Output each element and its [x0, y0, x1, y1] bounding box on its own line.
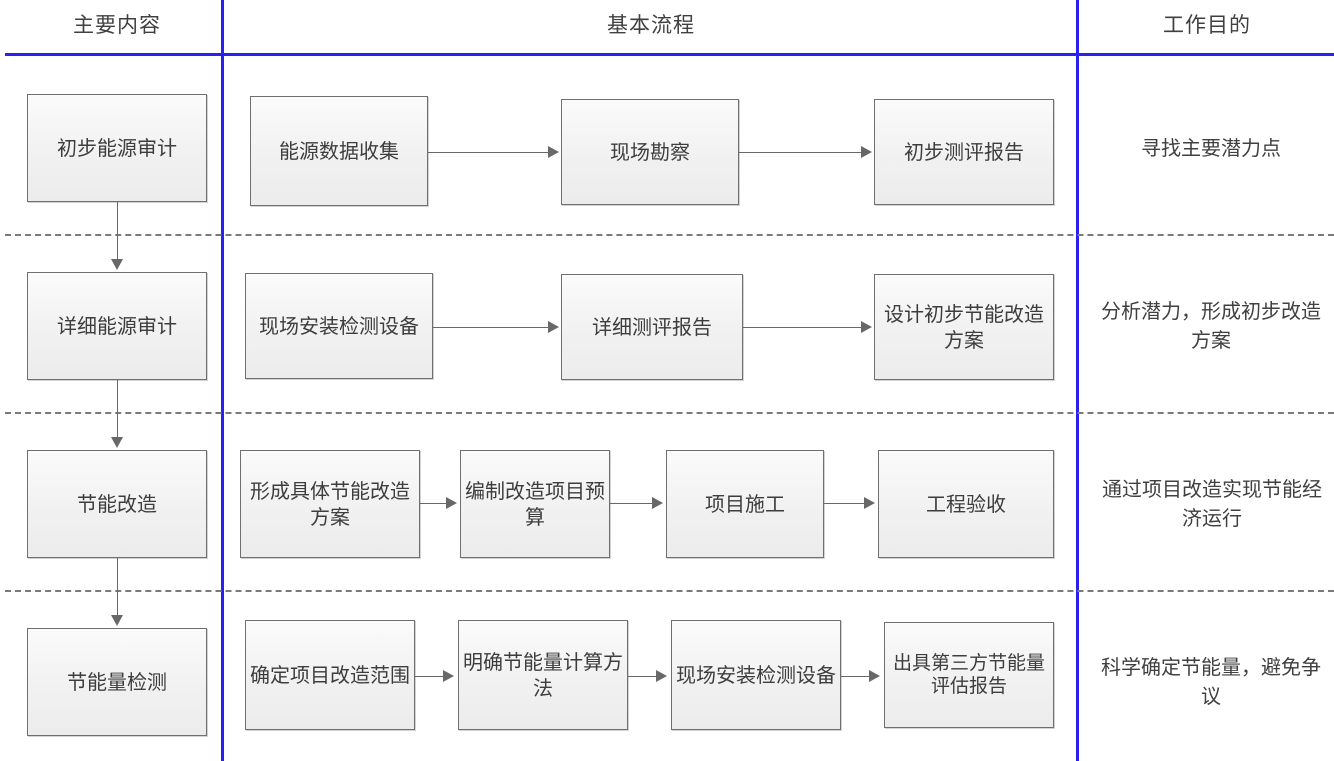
process-arrowhead-r4-3-4	[869, 670, 880, 682]
stage-box-4[interactable]: 节能量检测	[27, 628, 207, 736]
row-separator-3	[5, 590, 1334, 592]
stage-connector-3-4	[117, 558, 118, 616]
process-arrowhead-r4-1-2	[443, 670, 454, 682]
process-connector-r3-1-2	[420, 503, 446, 504]
purpose-cell-3: 通过项目改造实现节能经济运行	[1102, 477, 1322, 530]
column-header-work-purpose: 工作目的	[1163, 13, 1251, 37]
stage-box-3[interactable]: 节能改造	[27, 450, 207, 558]
process-arrowhead-r1-1-2	[548, 146, 559, 158]
process-connector-r3-2-3	[610, 503, 652, 504]
stage-box-2[interactable]: 详细能源审计	[27, 272, 207, 380]
process-connector-r1-1-2	[428, 152, 548, 153]
process-arrowhead-r3-1-2	[446, 497, 457, 509]
process-box-r4-s2[interactable]: 明确节能量计算方法	[458, 620, 628, 730]
header-underline	[5, 53, 1334, 56]
process-connector-r2-2-3	[743, 327, 861, 328]
column-divider-right	[1076, 0, 1079, 761]
process-box-r2-s2[interactable]: 详细测评报告	[561, 274, 743, 380]
process-connector-r3-3-4	[824, 503, 864, 504]
process-connector-r2-1-2	[433, 327, 548, 328]
stage-arrowhead-3-4	[111, 615, 123, 626]
process-box-r4-s1[interactable]: 确定项目改造范围	[245, 620, 415, 730]
process-box-r3-s2[interactable]: 编制改造项目预算	[460, 450, 610, 558]
process-box-r4-s3[interactable]: 现场安装检测设备	[671, 620, 841, 730]
process-arrowhead-r3-3-4	[864, 497, 875, 509]
process-box-r1-s3[interactable]: 初步测评报告	[874, 99, 1054, 205]
row-separator-1	[5, 234, 1334, 236]
process-box-r1-s2[interactable]: 现场勘察	[561, 99, 739, 205]
process-arrowhead-r3-2-3	[652, 497, 663, 509]
process-box-r1-s1[interactable]: 能源数据收集	[250, 96, 428, 206]
stage-connector-2-3	[117, 380, 118, 438]
stage-connector-1-2	[117, 202, 118, 260]
process-connector-r1-2-3	[739, 152, 861, 153]
process-connector-r4-2-3	[628, 676, 656, 677]
column-header-basic-process: 基本流程	[607, 13, 695, 37]
stage-box-1[interactable]: 初步能源审计	[27, 94, 207, 202]
process-arrowhead-r4-2-3	[656, 670, 667, 682]
stage-arrowhead-1-2	[111, 259, 123, 270]
purpose-cell-4: 科学确定节能量，避免争议	[1101, 655, 1321, 708]
purpose-cell-2: 分析潜力，形成初步改造方案	[1101, 299, 1321, 352]
row-separator-2	[5, 412, 1334, 414]
process-arrowhead-r1-2-3	[861, 146, 872, 158]
process-connector-r4-3-4	[841, 676, 869, 677]
process-box-r3-s3[interactable]: 项目施工	[666, 450, 824, 558]
process-arrowhead-r2-1-2	[548, 321, 559, 333]
purpose-cell-1: 寻找主要潜力点	[1141, 135, 1281, 160]
process-box-r2-s3[interactable]: 设计初步节能改造方案	[874, 274, 1054, 380]
process-arrowhead-r2-2-3	[861, 321, 872, 333]
process-box-r3-s1[interactable]: 形成具体节能改造方案	[240, 450, 420, 558]
process-box-r3-s4[interactable]: 工程验收	[878, 450, 1054, 558]
stage-arrowhead-2-3	[111, 437, 123, 448]
column-header-main-content: 主要内容	[73, 13, 161, 37]
column-divider-left	[221, 0, 224, 761]
process-box-r4-s4[interactable]: 出具第三方节能量评估报告	[884, 622, 1054, 728]
process-box-r2-s1[interactable]: 现场安装检测设备	[245, 273, 433, 379]
process-connector-r4-1-2	[415, 676, 443, 677]
